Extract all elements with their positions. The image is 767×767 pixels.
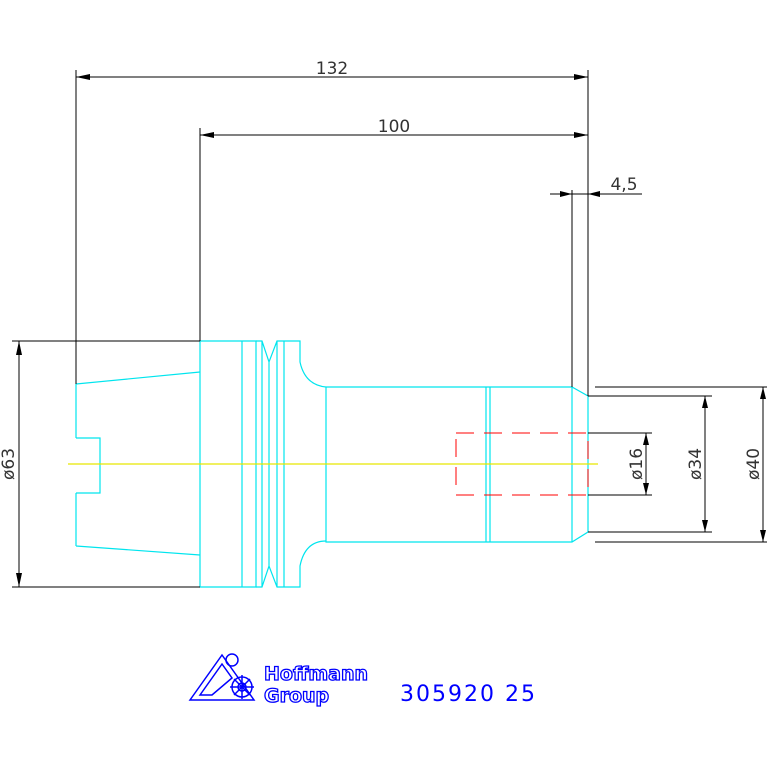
collet-section	[75, 371, 201, 556]
dim-132-label: 132	[316, 59, 348, 79]
arrowheads	[16, 74, 766, 587]
dim-40-label: ø40	[744, 448, 764, 480]
logo-triangle-icon	[188, 653, 256, 701]
dim-63-label: ø63	[0, 448, 19, 480]
logo-line2: Group	[264, 685, 329, 707]
dim-34-label: ø34	[686, 448, 706, 480]
hidden-bore	[455, 432, 589, 496]
dimension-lines	[12, 70, 767, 588]
dim-16-label: ø16	[627, 448, 647, 480]
hoffmann-group-logo: Hoffmann Group	[188, 653, 369, 708]
part-number: 305920 25	[400, 682, 537, 707]
logo-line1: Hoffmann	[264, 663, 368, 685]
dim-100-label: 100	[378, 117, 410, 137]
dim-45-label: 4,5	[610, 175, 637, 195]
